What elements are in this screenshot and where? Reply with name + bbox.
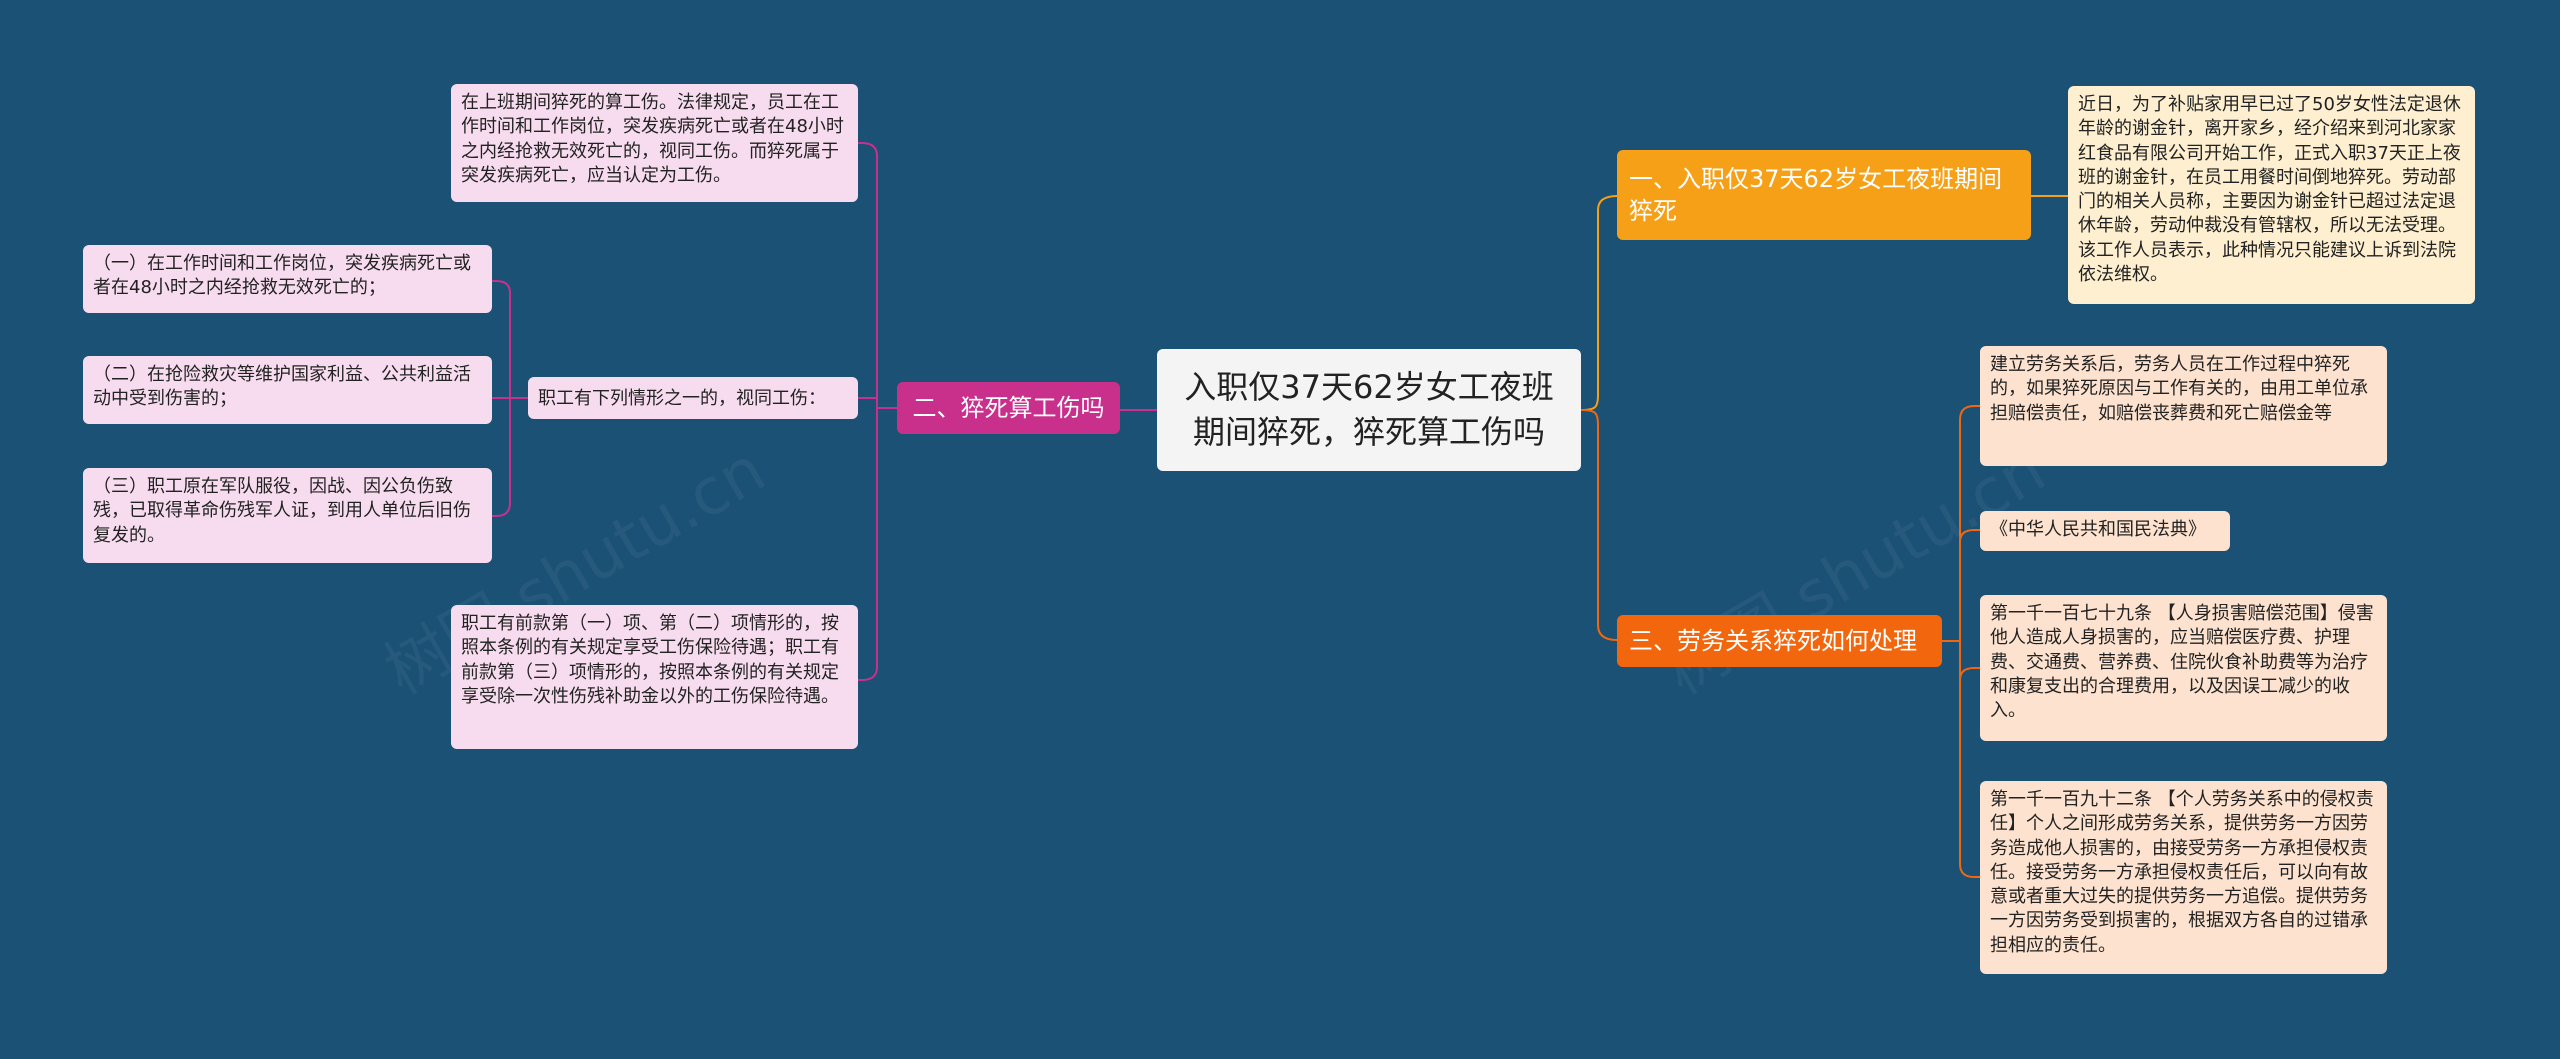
- branch-left-label: 二、猝死算工伤吗: [912, 393, 1105, 422]
- leaf-right3-4-text: 第一千一百九十二条 【个人劳务关系中的侵权责任】个人之间形成劳务关系，提供劳务一…: [1990, 789, 2374, 956]
- leaf-right3-4[interactable]: 第一千一百九十二条 【个人劳务关系中的侵权责任】个人之间形成劳务关系，提供劳务一…: [1980, 781, 2387, 974]
- leaf-left-item-2[interactable]: （二）在抢险救灾等维护国家利益、公共利益活动中受到伤害的；: [83, 356, 492, 424]
- leaf-left-bottom-text: 职工有前款第（一）项、第（二）项情形的，按照本条例的有关规定享受工伤保险待遇；职…: [461, 613, 839, 707]
- leaf-right3-3[interactable]: 第一千一百七十九条 【人身损害赔偿范围】侵害他人造成人身损害的，应当赔偿医疗费、…: [1980, 595, 2387, 741]
- leaf-left-mid[interactable]: 职工有下列情形之一的，视同工伤：: [528, 377, 858, 419]
- leaf-left-item-2-text: （二）在抢险救灾等维护国家利益、公共利益活动中受到伤害的；: [93, 364, 471, 410]
- link-right3-leaf3: [1959, 641, 1980, 681]
- branch-right3-label: 三、劳务关系猝死如何处理: [1629, 626, 1917, 655]
- leaf-right3-1-text: 建立劳务关系后，劳务人员在工作过程中猝死的，如果猝死原因与工作有关的，由用工单位…: [1990, 354, 2368, 424]
- branch-right1-label: 一、入职仅37天62岁女工夜班期间猝死: [1629, 164, 2003, 225]
- root-node[interactable]: 入职仅37天62岁女工夜班期间猝死，猝死算工伤吗: [1157, 349, 1581, 471]
- link-right3-leaf1: [1959, 405, 1980, 641]
- link-left-bottom: [858, 408, 878, 681]
- leaf-right3-2[interactable]: 《中华人民共和国民法典》: [1980, 511, 2230, 551]
- link-root-right1: [1580, 195, 1618, 411]
- leaf-left-item-3[interactable]: （三）职工原在军队服役，因战、因公负伤致残，已取得革命伤残军人证，到用人单位后旧…: [83, 468, 492, 563]
- leaf-right3-1[interactable]: 建立劳务关系后，劳务人员在工作过程中猝死的，如果猝死原因与工作有关的，由用工单位…: [1980, 346, 2387, 466]
- link-right3-leaf4: [1959, 641, 1980, 878]
- leaf-left-mid-text: 职工有下列情形之一的，视同工伤：: [538, 388, 826, 409]
- leaf-right1-text: 近日，为了补贴家用早已过了50岁女性法定退休年龄的谢金针，离开家乡，经介绍来到河…: [2078, 94, 2461, 286]
- leaf-left-item-1[interactable]: （一）在工作时间和工作岗位，突发疾病死亡或者在48小时之内经抢救无效死亡的；: [83, 245, 492, 313]
- leaf-right1[interactable]: 近日，为了补贴家用早已过了50岁女性法定退休年龄的谢金针，离开家乡，经介绍来到河…: [2068, 86, 2475, 304]
- branch-node-left[interactable]: 二、猝死算工伤吗: [897, 382, 1120, 434]
- leaf-left-top[interactable]: 在上班期间猝死的算工伤。法律规定，员工在工作时间和工作岗位，突发疾病死亡或者在4…: [451, 84, 858, 202]
- leaf-right3-2-text: 《中华人民共和国民法典》: [1990, 519, 2206, 540]
- link-mid-item3: [492, 398, 511, 517]
- leaf-left-item-1-text: （一）在工作时间和工作岗位，突发疾病死亡或者在48小时之内经抢救无效死亡的；: [93, 253, 471, 299]
- leaf-left-item-3-text: （三）职工原在军队服役，因战、因公负伤致残，已取得革命伤残军人证，到用人单位后旧…: [93, 476, 471, 546]
- link-root-right3: [1580, 409, 1618, 641]
- leaf-left-bottom[interactable]: 职工有前款第（一）项、第（二）项情形的，按照本条例的有关规定享受工伤保险待遇；职…: [451, 605, 858, 749]
- leaf-left-top-text: 在上班期间猝死的算工伤。法律规定，员工在工作时间和工作岗位，突发疾病死亡或者在4…: [461, 92, 844, 186]
- leaf-right3-3-text: 第一千一百七十九条 【人身损害赔偿范围】侵害他人造成人身损害的，应当赔偿医疗费、…: [1990, 603, 2374, 722]
- link-left-top: [858, 142, 878, 408]
- root-title: 入职仅37天62岁女工夜班期间猝死，猝死算工伤吗: [1184, 368, 1554, 451]
- branch-node-right3[interactable]: 三、劳务关系猝死如何处理: [1617, 615, 1942, 667]
- link-right3-leaf2: [1959, 529, 1980, 641]
- link-mid-item1: [492, 280, 511, 398]
- branch-node-right1[interactable]: 一、入职仅37天62岁女工夜班期间猝死: [1617, 150, 2031, 240]
